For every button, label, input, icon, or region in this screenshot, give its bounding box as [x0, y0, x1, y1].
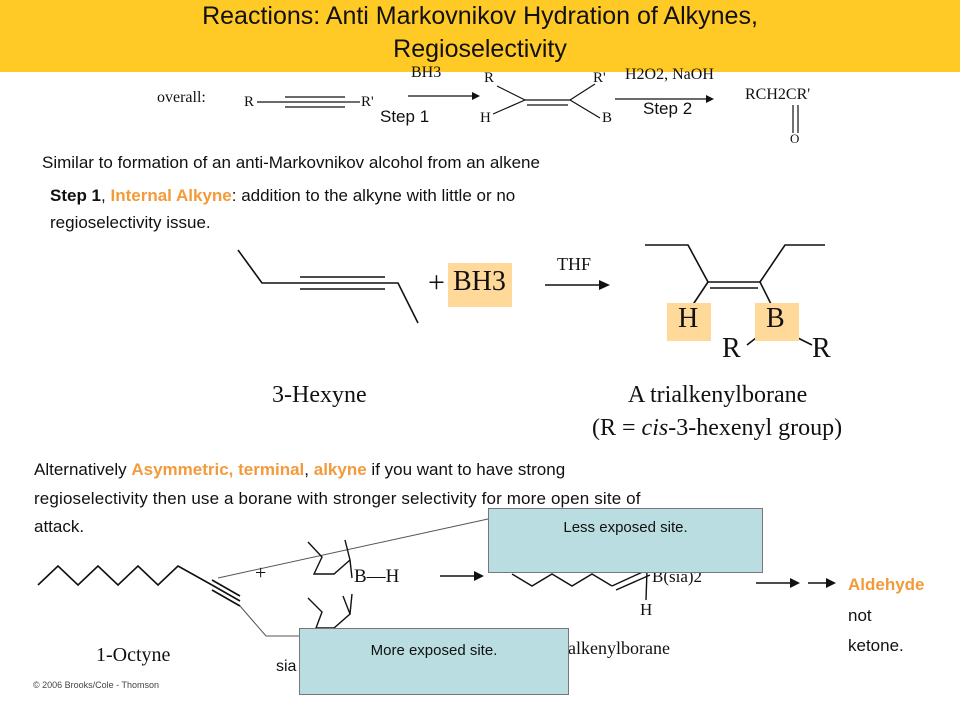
title-bar	[0, 0, 960, 72]
slide-title-line2: Regioselectivity	[393, 35, 567, 63]
slide-title-line1: Reactions: Anti Markovnikov Hydration of…	[202, 2, 758, 30]
hexyne-name: 3-Hexyne	[272, 382, 367, 408]
result-aldehyde: Aldehyde	[848, 575, 925, 594]
plus-sign: +	[428, 266, 445, 299]
alkenylborane-name: alkenylborane	[568, 638, 670, 658]
trialkenylborane-note: (R = cis-3-hexenyl group)	[592, 415, 842, 442]
alt-asymmetric: Asymmetric,	[131, 460, 234, 479]
alt-line3: attack.	[34, 517, 85, 536]
bh3-highlight	[448, 263, 512, 307]
less-exposed-pointer	[217, 518, 489, 579]
internal-alkyne-highlight: Internal Alkyne	[110, 186, 232, 205]
overall-product-oxygen: O	[790, 131, 800, 146]
more-exposed-pointer	[239, 605, 305, 637]
note-post: -3-hexenyl group)	[668, 415, 843, 441]
less-exposed-text: Less exposed site.	[563, 519, 688, 536]
alt-rest1: if you want to have strong	[371, 460, 566, 479]
note-cis: cis	[641, 415, 669, 441]
overall-alkyne	[257, 96, 360, 108]
note-pre: (R =	[592, 415, 642, 441]
slide-title: Reactions: Anti Markovnikov Hydration of…	[60, 0, 900, 66]
overall-vinylborane	[492, 83, 601, 119]
atom-b: B	[766, 303, 785, 334]
atom-h: H	[678, 303, 699, 334]
bh3-reagent: BH3	[453, 266, 506, 297]
sia-partial-label: sia	[276, 658, 297, 675]
overall-rprime: R'	[361, 94, 374, 110]
trialkenylborane-name: A trialkenylborane	[628, 382, 808, 408]
step1-bold: Step 1	[50, 186, 102, 205]
alkenylborane-h: H	[640, 600, 653, 619]
step1-sep: ,	[101, 186, 106, 205]
thf-label: THF	[557, 254, 592, 274]
intermediate-rprime: R'	[593, 70, 606, 86]
alt-line1: Alternatively Asymmetric, terminal, alky…	[34, 460, 565, 480]
disiamylborane-bh: B—H	[354, 566, 400, 587]
scheme2-plus: +	[255, 562, 267, 584]
octyne-name: 1-Octyne	[96, 644, 171, 666]
alt-intro: Alternatively	[34, 460, 127, 479]
less-exposed-callout: Less exposed site.	[488, 508, 763, 573]
step1-rest: : addition to the alkyne with little or …	[231, 186, 516, 205]
h-highlight	[667, 303, 711, 341]
overall-reagent-1: BH3	[411, 64, 442, 81]
alt-line2: regioselectivity then use a borane with …	[34, 489, 641, 508]
overall-reagent-2: H2O2, NaOH	[625, 66, 714, 83]
result-not: not	[848, 606, 872, 625]
alt-sep: ,	[304, 460, 310, 479]
more-exposed-callout: More exposed site.	[299, 628, 569, 695]
step1-description: Step 1, Internal Alkyne: addition to the…	[50, 186, 515, 206]
hexyne-structure	[237, 249, 419, 324]
step1-label: Step 1	[380, 107, 430, 126]
intermediate-b: B	[602, 110, 613, 126]
result-ketone: ketone.	[848, 636, 904, 655]
intermediate-r: R	[484, 70, 495, 86]
overall-label: overall:	[157, 89, 206, 106]
more-exposed-text: More exposed site.	[370, 642, 498, 659]
atom-r-right: R	[812, 333, 831, 364]
similar-note: Similar to formation of an anti-Markovni…	[42, 153, 540, 172]
intermediate-h: H	[480, 110, 491, 126]
overall-r: R	[244, 94, 255, 110]
alt-alkyne: alkyne	[313, 460, 367, 479]
step1-description-line2: regioselectivity issue.	[50, 213, 211, 232]
alt-terminal: terminal	[238, 460, 305, 479]
alkenylborane-structure	[511, 569, 651, 601]
octyne-structure	[37, 564, 241, 607]
atom-r-left: R	[722, 333, 741, 364]
step2-label: Step 2	[643, 99, 693, 118]
copyright: © 2006 Brooks/Cole - Thomson	[33, 680, 160, 690]
b-highlight	[755, 303, 799, 341]
overall-product: RCH2CR'	[745, 86, 811, 103]
